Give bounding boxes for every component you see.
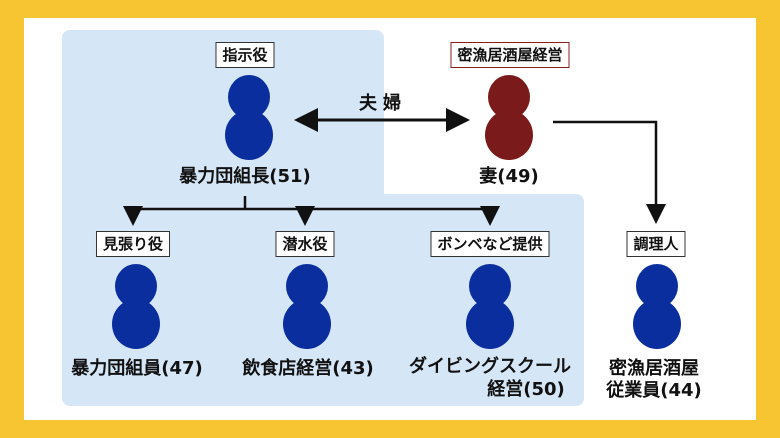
diver-person-icon xyxy=(283,264,331,349)
name-leader: 暴力団組長(51) xyxy=(179,166,311,187)
name-supplier-line1: ダイビングスクール xyxy=(409,356,571,377)
role-supplier: ボンベなど提供 xyxy=(430,231,550,257)
name-diver: 飲食店経営(43) xyxy=(242,358,374,379)
leader-person-icon xyxy=(225,75,273,160)
wife-person-icon xyxy=(485,75,533,160)
name-lookout: 暴力団組員(47) xyxy=(71,358,203,379)
role-diver: 潜水役 xyxy=(275,231,335,257)
role-wife: 密漁居酒屋経営 xyxy=(450,42,570,68)
role-lookout: 見張り役 xyxy=(95,231,171,257)
name-cook-line1: 密漁居酒屋 xyxy=(609,358,699,379)
supplier-person-icon xyxy=(466,264,514,349)
name-wife: 妻(49) xyxy=(479,166,539,187)
wife-to-cook-arrow xyxy=(553,120,666,224)
cook-person-icon xyxy=(633,264,681,349)
name-cook-line2: 従業員(44) xyxy=(606,380,702,401)
relation-label: 夫婦 xyxy=(359,93,407,114)
lookout-person-icon xyxy=(112,264,160,349)
role-leader: 指示役 xyxy=(215,42,275,68)
role-cook: 調理人 xyxy=(626,231,686,257)
name-supplier-line2: 経営(50) xyxy=(487,379,565,400)
